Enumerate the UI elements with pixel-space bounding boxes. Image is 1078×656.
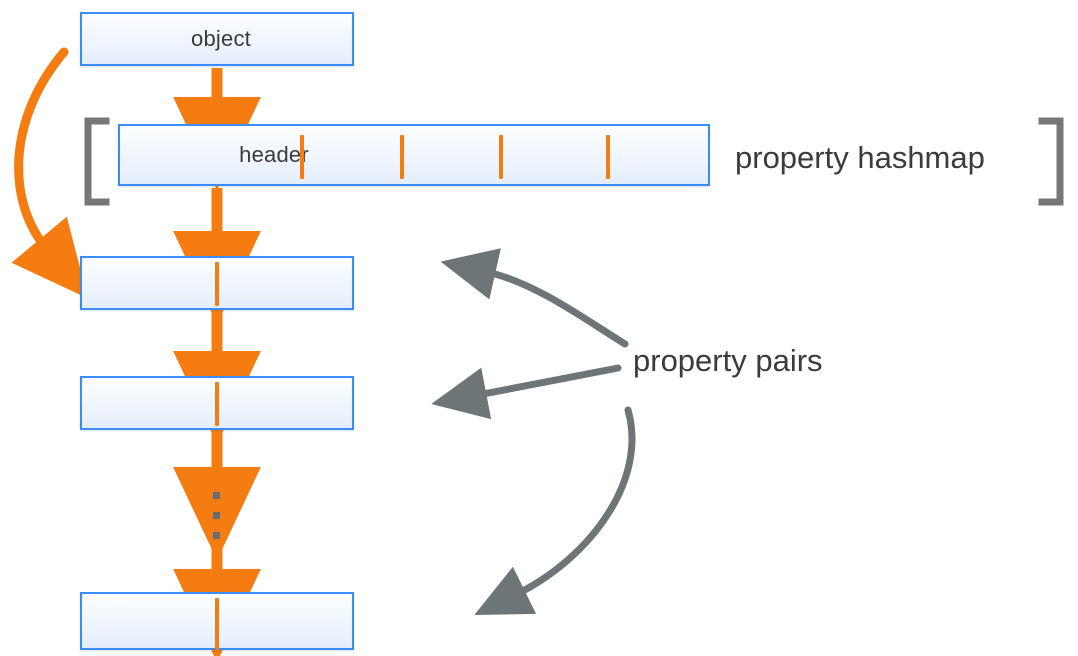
header-box[interactable]: header xyxy=(118,124,710,186)
chain-line-pair-last xyxy=(215,598,219,650)
bracket-right-icon xyxy=(1038,117,1064,206)
hashmap-slot-tick-2 xyxy=(400,135,404,179)
arrow-pairs-to-pair-n xyxy=(474,406,636,616)
property-hashmap-annotation: property hashmap xyxy=(735,140,985,175)
chain-line-pair-2 xyxy=(215,382,219,426)
arrow-pairs-to-pair-1 xyxy=(440,248,629,348)
ellipsis-dot-2 xyxy=(213,512,220,519)
ellipsis-dot-3 xyxy=(213,532,220,539)
hashmap-slot-tick-1 xyxy=(300,135,304,179)
gray-pointer-arrows xyxy=(431,248,636,616)
hashmap-slot-tick-3 xyxy=(499,135,503,179)
header-box-label: header xyxy=(239,142,309,167)
property-pairs-annotation: property pairs xyxy=(633,343,823,378)
chain-line-pair-1 xyxy=(215,262,219,306)
ellipsis-dot-1 xyxy=(213,492,220,499)
object-box[interactable]: object xyxy=(80,12,354,66)
object-box-label: object xyxy=(191,26,251,51)
hashmap-slot-tick-4 xyxy=(606,135,610,179)
bracket-left-icon xyxy=(84,117,110,206)
arrow-object-to-first-pair xyxy=(11,47,89,299)
arrow-pairs-to-pair-2 xyxy=(431,364,622,420)
